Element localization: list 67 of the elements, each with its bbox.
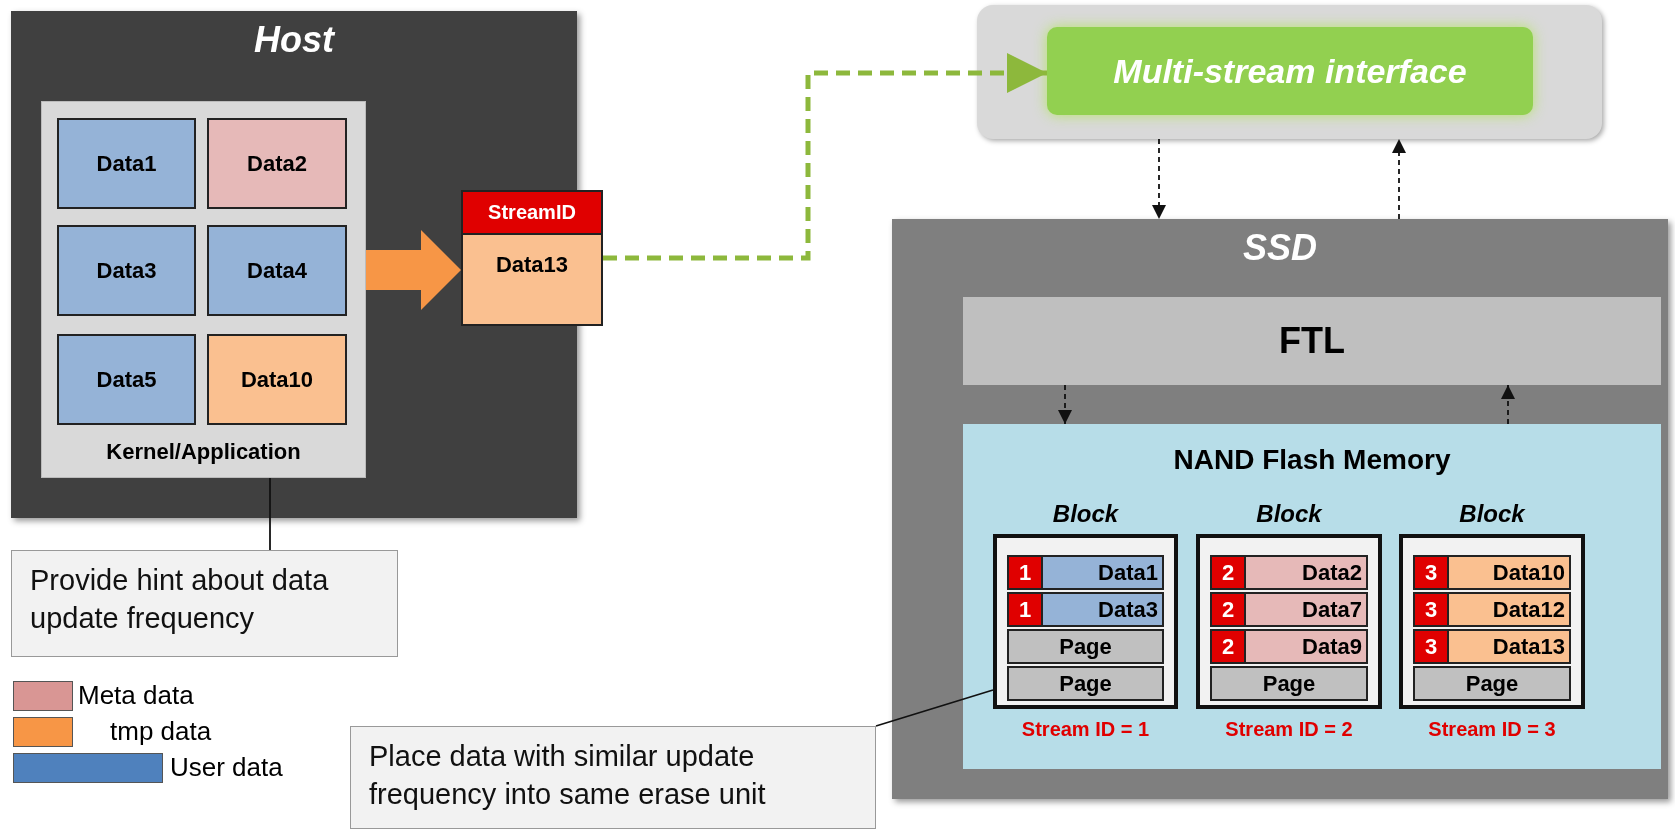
data-box: Data1 bbox=[57, 118, 196, 209]
arrow bbox=[603, 53, 1047, 261]
page-row: Page bbox=[1413, 666, 1571, 701]
stream-number-badge: 3 bbox=[1415, 557, 1449, 588]
container-panel bbox=[11, 11, 577, 518]
page-row: Page bbox=[1007, 629, 1164, 664]
memory-panel bbox=[963, 424, 1661, 769]
page-row bbox=[1007, 592, 1164, 627]
page-row bbox=[1413, 555, 1571, 590]
page-row: Page bbox=[1210, 666, 1368, 701]
page-row bbox=[1413, 629, 1571, 664]
panel-title: Host bbox=[253, 19, 336, 61]
stream-number-badge: 3 bbox=[1415, 631, 1449, 662]
page-row bbox=[1007, 555, 1164, 590]
data-label: Data13 bbox=[1491, 633, 1565, 661]
stream-id-caption: Stream ID = 3 bbox=[1427, 718, 1557, 741]
stream-number-badge: 1 bbox=[1009, 594, 1043, 625]
stream-id-header: StreamID bbox=[463, 192, 601, 235]
block-heading: Block bbox=[1458, 500, 1526, 528]
page-row bbox=[1413, 592, 1571, 627]
page-row bbox=[1210, 592, 1368, 627]
data-label: Data1 bbox=[1097, 559, 1158, 587]
data-box: Data10 bbox=[207, 334, 347, 425]
container-panel bbox=[892, 219, 1668, 799]
stream-number-badge: 3 bbox=[1415, 594, 1449, 625]
legend-label: tmp data bbox=[110, 716, 212, 747]
block-heading: Block bbox=[1255, 500, 1323, 528]
interface-box: Multi-stream interface bbox=[1047, 27, 1533, 115]
stream-number-badge: 2 bbox=[1212, 557, 1246, 588]
arrow bbox=[366, 230, 461, 310]
arrow bbox=[1500, 384, 1516, 425]
arrow bbox=[1151, 138, 1167, 220]
callout-box: Provide hint about data update frequency bbox=[11, 550, 398, 657]
kernel-panel bbox=[41, 101, 366, 478]
data-box: Data4 bbox=[207, 225, 347, 316]
data-label: Data3 bbox=[1097, 596, 1158, 624]
data-packet bbox=[461, 190, 603, 326]
leader-line bbox=[269, 477, 271, 551]
data-label: Data7 bbox=[1301, 596, 1362, 624]
packet-data: Data13 bbox=[494, 252, 570, 278]
ftl-box: FTL bbox=[963, 297, 1661, 385]
page-row bbox=[1210, 629, 1368, 664]
data-label: Data9 bbox=[1301, 633, 1362, 661]
legend-label: User data bbox=[170, 752, 283, 783]
callout-box: Place data with similar update frequency into same erase unit bbox=[350, 726, 876, 829]
page-row bbox=[1210, 555, 1368, 590]
page-row: Page bbox=[1007, 666, 1164, 701]
panel-title: SSD bbox=[1242, 227, 1318, 269]
interface-panel bbox=[977, 5, 1602, 139]
data-label: Data2 bbox=[1301, 559, 1362, 587]
stream-number-badge: 2 bbox=[1212, 594, 1246, 625]
data-box: Data3 bbox=[57, 225, 196, 316]
data-label: Data12 bbox=[1491, 596, 1565, 624]
panel-title: NAND Flash Memory bbox=[1172, 444, 1452, 476]
legend-label: Meta data bbox=[78, 680, 194, 711]
stream-number-badge: 1 bbox=[1009, 557, 1043, 588]
stream-number-badge: 2 bbox=[1212, 631, 1246, 662]
block-heading: Block bbox=[1051, 500, 1120, 528]
arrow bbox=[1391, 138, 1407, 220]
panel-label: Kernel/Application bbox=[105, 439, 302, 465]
data-label: Data10 bbox=[1491, 559, 1565, 587]
stream-id-caption: Stream ID = 1 bbox=[1020, 718, 1151, 741]
leader-line bbox=[875, 689, 994, 727]
stream-id-caption: Stream ID = 2 bbox=[1224, 718, 1354, 741]
data-box: Data5 bbox=[57, 334, 196, 425]
arrow bbox=[1057, 384, 1073, 425]
data-box: Data2 bbox=[207, 118, 347, 209]
